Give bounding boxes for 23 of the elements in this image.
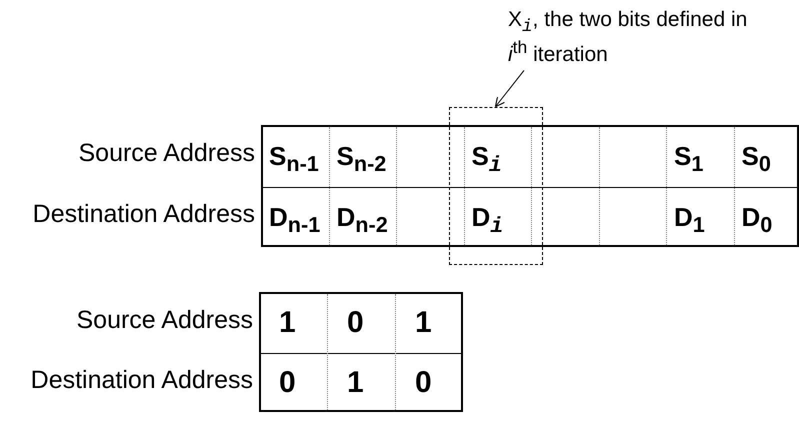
dashed-highlight-box [449,107,543,265]
row-header: Destination Address [30,366,253,395]
bit-value: 0 [415,368,432,398]
bit-label: S$_{n-2}$ [336,143,386,175]
bit-label: S$_{i}$ [472,143,502,177]
leader-line [494,70,524,108]
callout-text: X$_{i}$, the two bits defined in i$^{th}$ iteration [508,8,748,66]
bit-value: 1 [279,308,296,338]
bit-label: D$_{n-2}$ [336,204,388,236]
bit-label: D$_{i}$ [472,204,504,238]
bit-label: D$_{n-1}$ [269,204,320,236]
row-header: Source Address [76,306,253,335]
bit-value: 0 [279,368,296,398]
bit-label: S$_{0}$ [742,143,771,175]
row-header: Destination Address [32,200,255,229]
bit-label: D$_{0}$ [742,204,772,236]
bit-label: S$_{n-1}$ [269,143,319,175]
bit-value: 1 [415,308,432,338]
bit-value: 0 [347,308,364,338]
bit-value: 1 [347,368,364,398]
bit-label: S$_{1}$ [674,143,704,175]
row-header: Source Address [78,139,255,168]
bit-label: D$_{1}$ [674,204,705,236]
